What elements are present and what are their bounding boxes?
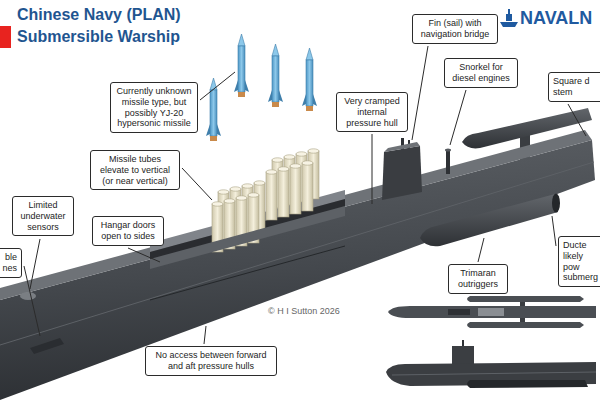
illustration-part	[302, 48, 317, 111]
main-hull	[0, 140, 595, 400]
callout-box: ble nes	[0, 248, 22, 278]
illustration-part	[254, 181, 265, 231]
snorkel	[446, 150, 450, 174]
hull-seam	[0, 162, 594, 345]
illustration-part	[212, 202, 223, 252]
copyright-note: © H I Sutton 2026	[268, 306, 340, 317]
illustration-part	[284, 155, 295, 205]
illustration-part	[478, 308, 504, 316]
illustration-part	[552, 216, 556, 246]
callout-text: Fin (sail) with navigation bridge	[417, 18, 493, 40]
plan-view	[388, 296, 596, 328]
callout-text: Trimaran outriggers	[453, 268, 503, 290]
near-outrigger	[420, 194, 558, 246]
illustration-part	[520, 300, 525, 324]
callout-text: Ducte likely pow submerg	[563, 240, 600, 283]
sail-top	[384, 142, 420, 152]
illustration-part	[412, 46, 428, 140]
illustration-part	[272, 158, 283, 208]
callout-text: Currently unknown missile type, but poss…	[115, 86, 193, 129]
duct	[552, 194, 560, 213]
illustration-part	[462, 340, 464, 348]
callout-text: Very cramped internal pressure hull	[341, 96, 403, 128]
logo-text: NAVALN	[520, 8, 592, 30]
illustration-part	[200, 72, 235, 100]
hull-bulkhead-line	[150, 246, 345, 300]
bow-sensor	[20, 292, 36, 300]
callout-box: Missile tubes elevate to vertical (or ne…	[90, 150, 180, 190]
illustration-part	[506, 14, 512, 21]
diagram-title: Chinese Navy (PLAN) Submersible Warship	[17, 4, 202, 49]
callout-box: No access between forward and aft pressu…	[145, 346, 277, 376]
illustration-part	[24, 266, 40, 336]
callout-text: Snorkel for diesel engines	[449, 62, 513, 84]
illustration-part	[467, 322, 584, 328]
callout-box: Hangar doors open to sides	[92, 216, 164, 246]
hangar-well	[150, 199, 345, 262]
illustration-part	[290, 164, 301, 214]
illustration-part	[448, 309, 470, 315]
dive-plane	[30, 338, 64, 354]
illustration-part	[392, 372, 596, 375]
title-marker	[0, 26, 11, 48]
outrigger-strut	[520, 134, 530, 163]
illustration-part	[388, 306, 596, 318]
snorkel-cap	[445, 149, 451, 152]
sail	[382, 146, 422, 200]
illustration-part	[224, 199, 235, 249]
illustration-part	[206, 78, 221, 141]
hangar-door	[150, 190, 345, 252]
illustration-part	[234, 34, 249, 97]
callout-box: Very cramped internal pressure hull	[336, 92, 408, 132]
illustration-part	[302, 161, 313, 211]
illustration-part	[236, 196, 247, 246]
far-outrigger	[462, 108, 592, 148]
hull-deck	[0, 130, 592, 300]
mast	[408, 140, 410, 148]
callout-text: Missile tubes elevate to vertical (or ne…	[95, 154, 175, 186]
illustration-part	[500, 22, 518, 27]
illustration-part	[372, 134, 373, 204]
callout-box: Fin (sail) with navigation bridge	[412, 14, 498, 44]
leader-lines	[24, 46, 586, 344]
callout-box: Trimaran outriggers	[448, 264, 508, 294]
callout-box: Currently unknown missile type, but poss…	[110, 82, 198, 133]
illustration-part	[450, 90, 466, 145]
illustration-part	[386, 362, 596, 386]
callout-box: Snorkel for diesel engines	[444, 58, 518, 88]
illustration-part	[268, 44, 283, 107]
illustration-part	[218, 190, 229, 240]
callout-box: Limited underwater sensors	[12, 196, 74, 236]
illustration-part	[452, 346, 474, 364]
callout-text: Hangar doors open to sides	[97, 220, 159, 242]
illustration-part	[242, 184, 253, 234]
callout-box: Square d stem	[548, 72, 600, 102]
illustration-part	[308, 149, 319, 199]
illustration-part	[248, 193, 259, 243]
illustration-part	[296, 152, 307, 202]
callout-text: ble nes	[0, 252, 17, 274]
illustration-part	[182, 168, 212, 200]
illustration-part	[508, 9, 510, 14]
illustration-part	[478, 238, 484, 262]
callout-text: No access between forward and aft pressu…	[150, 350, 272, 372]
logo-icon	[500, 9, 518, 27]
illustration-part	[568, 104, 586, 136]
mast	[401, 138, 404, 150]
illustration-part	[467, 296, 584, 302]
illustration-part	[128, 248, 160, 262]
illustration-part	[278, 167, 289, 217]
callout-text: Limited underwater sensors	[17, 200, 69, 232]
illustration-part	[230, 187, 241, 237]
callout-box: Ducte likely pow submerg	[558, 236, 600, 287]
illustration-part	[467, 380, 588, 388]
callout-text: Square d stem	[553, 76, 599, 98]
hangar-wall	[150, 206, 345, 269]
illustration-part	[30, 239, 40, 289]
illustration-part	[266, 170, 277, 220]
profile-view	[386, 340, 596, 388]
illustration-part	[204, 326, 206, 344]
